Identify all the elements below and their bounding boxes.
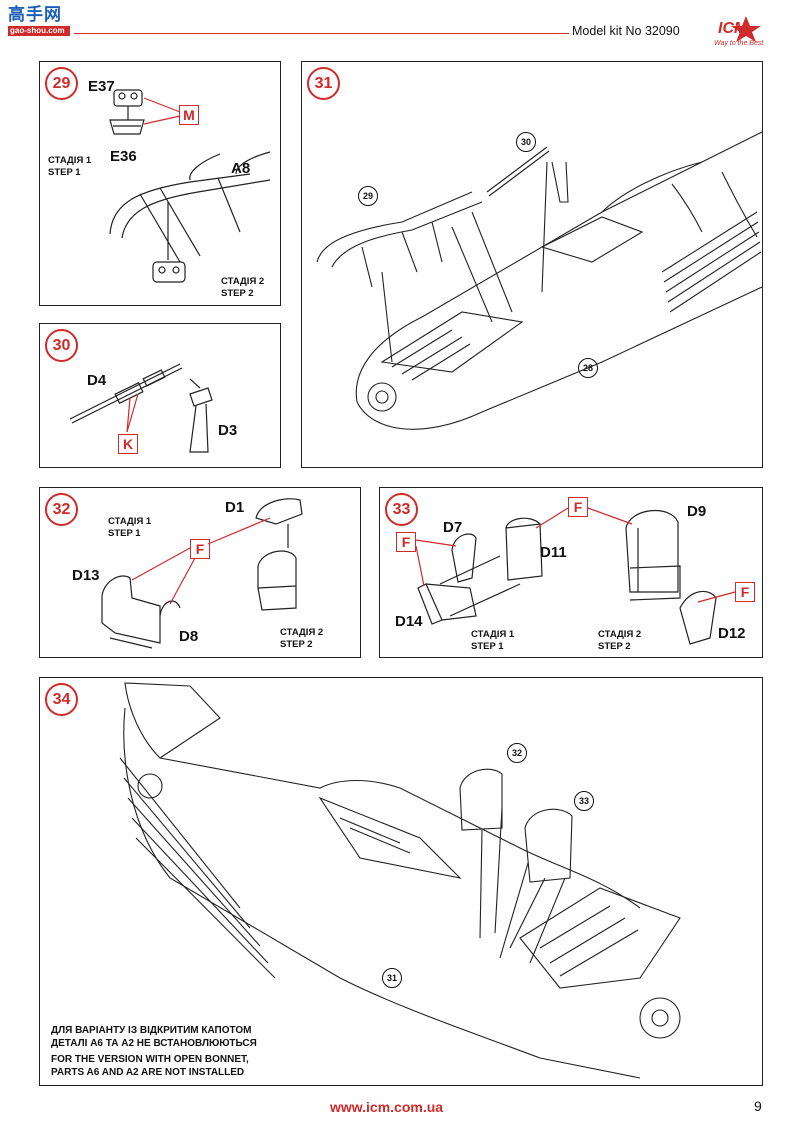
site-logo-text: 高手网: [8, 5, 62, 24]
ref-33: 33: [574, 791, 594, 811]
part-label-d11: D11: [540, 544, 567, 561]
step-32-number: 32: [45, 493, 78, 526]
step-34-number: 34: [45, 683, 78, 716]
marker-m: M: [179, 105, 199, 125]
site-logo: 高手网 gao-shou.com: [8, 6, 70, 38]
step-30-number: 30: [45, 329, 78, 362]
site-logo-sub: gao-shou.com: [8, 26, 70, 36]
marker-f-2: F: [568, 497, 588, 517]
part-label-d4: D4: [87, 372, 107, 389]
step-29-number: 29: [45, 67, 78, 100]
part-label-d13: D13: [72, 567, 100, 584]
part-label-d8: D8: [179, 628, 199, 645]
page-number: 9: [754, 1098, 762, 1114]
step-34-fuselage-drawing: [119, 682, 681, 1079]
marker-f-3: F: [735, 582, 755, 602]
step-34-panel: 34 32 33 31: [39, 677, 763, 1086]
ref-29: 29: [358, 186, 378, 206]
part-label-d12: D12: [718, 625, 746, 642]
part-label-e37: E37: [88, 78, 115, 95]
ref-30: 30: [516, 132, 536, 152]
note-english: FOR THE VERSION WITH OPEN BONNET,PARTS A…: [51, 1054, 249, 1078]
marker-f-1: F: [396, 532, 416, 552]
step-33-number: 33: [385, 493, 418, 526]
step-30-panel: 30 D4 D3 K: [39, 323, 281, 468]
model-kit-title: Model kit No 32090: [572, 24, 680, 38]
footer-url[interactable]: www.icm.com.ua: [330, 1099, 444, 1115]
marker-k: K: [118, 434, 138, 454]
step-32-drawing: [101, 498, 303, 649]
ref-32: 32: [507, 743, 527, 763]
part-label-d3: D3: [218, 422, 238, 439]
step-31-number: 31: [307, 67, 340, 100]
ref-31: 31: [382, 968, 402, 988]
step-31-panel: 31 30 29 28: [301, 61, 763, 468]
part-label-d9: D9: [687, 503, 707, 520]
part-label-d14: D14: [395, 613, 423, 630]
step-30-drawing: [69, 363, 213, 453]
part-label-d7: D7: [443, 519, 463, 536]
icm-logo: ICM Way to the Best: [706, 16, 786, 56]
icm-logo-tagline: Way to the Best: [714, 40, 764, 47]
part-label-e36: E36: [110, 148, 137, 165]
part-label-d1: D1: [225, 499, 245, 516]
header-rule: [74, 33, 569, 34]
step-29-drawing: [109, 89, 271, 283]
marker-f: F: [190, 539, 210, 559]
icm-logo-text: ICM: [718, 20, 748, 37]
step-31-fuselage-drawing: [316, 131, 763, 430]
step-33-drawing: [415, 507, 736, 645]
icm-logo-star-icon: [731, 16, 761, 42]
